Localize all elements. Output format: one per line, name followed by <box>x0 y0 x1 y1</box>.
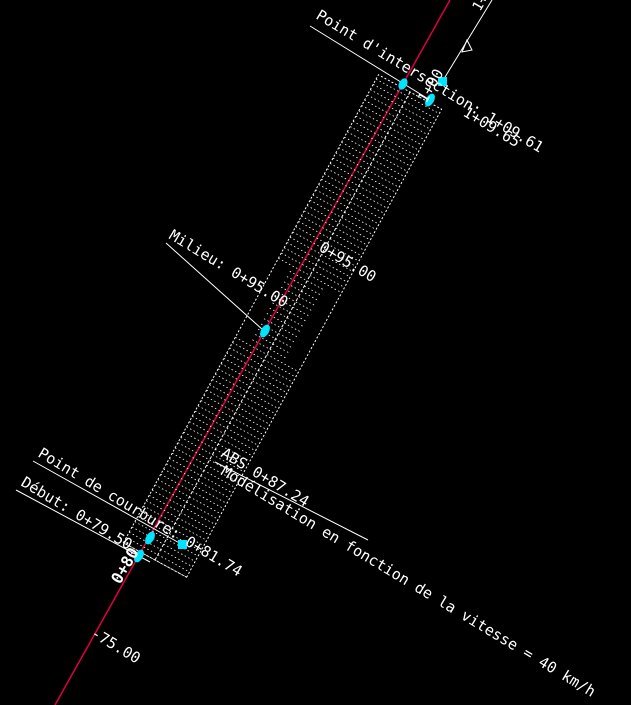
band-hatch <box>180 437 245 473</box>
band-hatch <box>292 231 357 267</box>
band-hatch <box>332 157 397 193</box>
band-hatch <box>257 328 294 349</box>
band-hatch <box>260 323 297 344</box>
band-hatch <box>281 252 345 288</box>
band-hatch <box>278 257 342 294</box>
grip-square-icon[interactable] <box>423 92 437 108</box>
band-hatch <box>335 152 400 188</box>
label-station-minus[interactable]: -75.00 <box>88 624 144 667</box>
grip-square-icon[interactable] <box>258 323 272 339</box>
band-hatch <box>149 495 213 531</box>
band-hatch <box>286 276 322 296</box>
grip-square-icon[interactable] <box>132 548 146 564</box>
band-hatch <box>358 110 423 146</box>
band-hatch <box>192 415 256 452</box>
grip-square-icon[interactable] <box>438 77 447 86</box>
band-hatch <box>272 302 308 323</box>
grips[interactable] <box>132 77 447 564</box>
band-hatch <box>286 242 351 278</box>
grip-square-icon[interactable] <box>143 530 157 546</box>
band-hatch <box>166 463 230 499</box>
band-hatch <box>128 531 193 568</box>
grip-square-icon[interactable] <box>397 77 410 91</box>
label-station-bottom[interactable]: 0+80 <box>107 544 143 587</box>
direction-arrow-icon <box>461 38 473 53</box>
band-hatch <box>269 307 305 328</box>
band-hatch <box>252 339 288 360</box>
label-modelisation[interactable]: Modélisation en fonction de la vitesse =… <box>218 462 599 701</box>
band-hatch <box>306 205 371 241</box>
band-hatch <box>309 199 374 236</box>
band-hatch <box>235 336 299 373</box>
alignment-line[interactable] <box>54 0 451 705</box>
band-hatch <box>143 505 207 541</box>
band-hatch <box>283 281 319 302</box>
band-hatch <box>280 286 317 307</box>
leader-courbure <box>32 460 184 546</box>
grip-square-icon[interactable] <box>178 540 187 549</box>
band-hatch <box>217 368 282 404</box>
band-hatch <box>177 442 242 478</box>
leader-debut <box>15 489 151 563</box>
band-hatch <box>154 484 219 520</box>
transition-band <box>122 74 443 578</box>
band-hatch <box>295 226 360 262</box>
leader-intersection <box>309 25 431 101</box>
band-hatch <box>206 389 271 425</box>
band-hatch <box>364 99 428 136</box>
band-hatch <box>344 136 408 172</box>
band-hatch <box>163 468 227 504</box>
band-hatch <box>134 521 199 557</box>
band-hatch <box>220 363 285 399</box>
band-hatch <box>131 526 196 562</box>
band-hatch <box>321 178 385 215</box>
band-hatch <box>367 94 431 130</box>
leader-milieu <box>165 242 264 331</box>
band-hatch <box>263 318 299 339</box>
band-hatch <box>352 120 417 157</box>
band-hatch <box>278 292 314 312</box>
band-hatch <box>349 126 414 162</box>
band-hatch <box>275 297 311 317</box>
band-hatch <box>312 194 377 230</box>
band-hatch <box>255 334 291 354</box>
band-hatch <box>324 173 388 209</box>
band-hatch <box>209 384 273 420</box>
band-centerline <box>154 91 411 561</box>
band-hatch <box>289 270 325 291</box>
leader-abs <box>214 461 369 541</box>
label-top-corner[interactable]: 1+ <box>470 0 492 14</box>
band-hatch <box>266 313 302 333</box>
label-mid-station[interactable]: 0+95.00 <box>316 238 379 286</box>
